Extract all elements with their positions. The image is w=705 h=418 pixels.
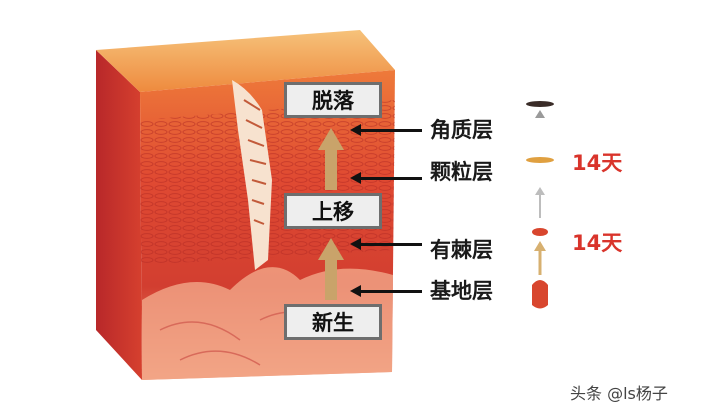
watermark: 头条 @ls杨子 xyxy=(570,384,668,403)
label-stratum-basale: 基地层 xyxy=(430,279,493,303)
stage-box-new-born: 新生 xyxy=(284,304,382,340)
pointer-arrow-granulosum xyxy=(350,172,422,184)
label-stratum-corneum: 角质层 xyxy=(430,118,493,142)
duration-second: 14天 xyxy=(572,231,623,255)
cell-granular xyxy=(526,157,554,163)
stage-move-up-label: 上移 xyxy=(312,200,354,224)
upward-arrow-upper xyxy=(318,128,344,190)
skin-block-side xyxy=(96,50,142,380)
pointer-arrow-corneum xyxy=(350,124,422,136)
cell-spinous xyxy=(532,228,548,236)
pointer-arrow-spinosum xyxy=(350,238,422,250)
stage-shed-label: 脱落 xyxy=(312,89,354,113)
stage-new-born-label: 新生 xyxy=(312,311,354,335)
pointer-arrow-basale xyxy=(350,285,422,297)
cell-basal xyxy=(532,280,548,309)
skin-block-top xyxy=(96,30,395,92)
cell-progression xyxy=(526,101,554,309)
label-stratum-spinosum: 有棘层 xyxy=(430,238,493,262)
stage-box-shed: 脱落 xyxy=(284,82,382,118)
duration-first: 14天 xyxy=(572,151,623,175)
cell-flat-corneum xyxy=(526,101,554,107)
upward-arrow-lower xyxy=(318,238,344,300)
label-stratum-granulosum: 颗粒层 xyxy=(430,160,493,184)
stage-box-move-up: 上移 xyxy=(284,193,382,229)
